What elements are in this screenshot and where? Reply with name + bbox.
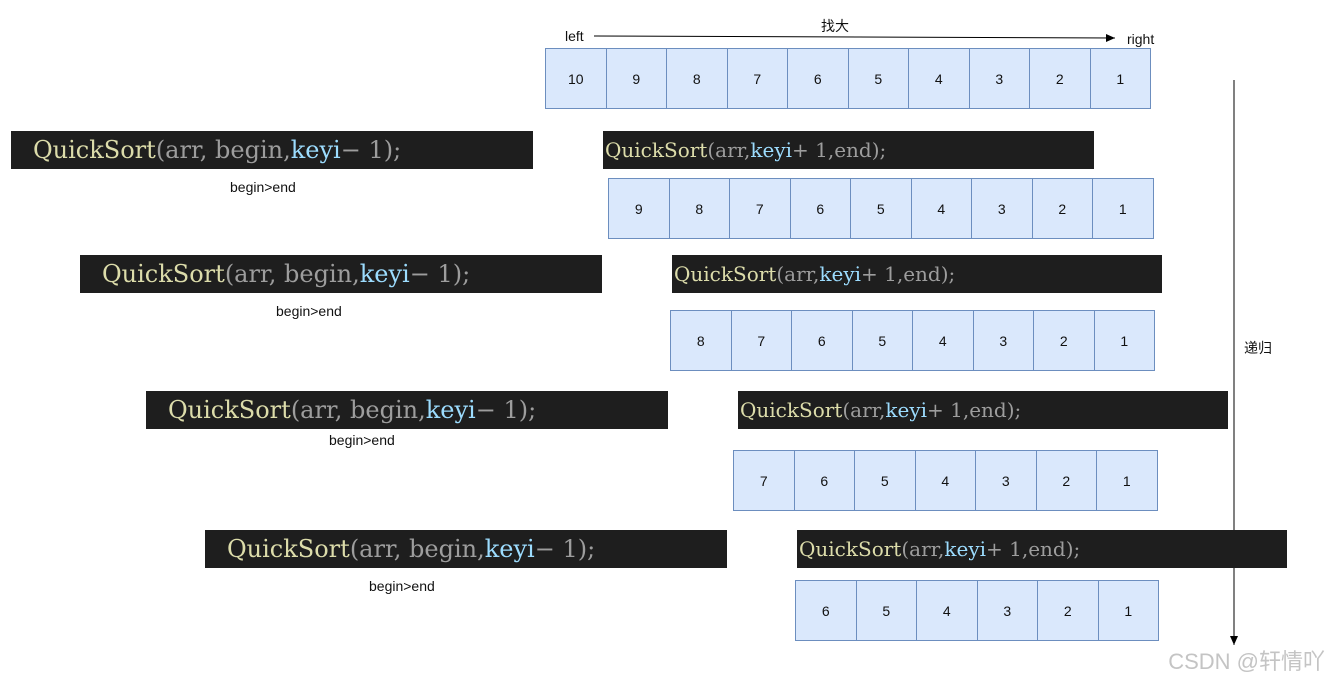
call-args: (arr, — [842, 398, 886, 422]
array-cell: 2 — [1037, 580, 1099, 641]
left-call-3: QuickSort(arr, begin, keyi − 1); — [146, 391, 668, 429]
scan-arrow — [593, 33, 1116, 42]
call-rest: − 1); — [409, 260, 471, 288]
call-fn: QuickSort — [605, 138, 708, 162]
array-cell: 7 — [726, 48, 788, 109]
right-call-4: QuickSort(arr, keyi + 1,end); — [797, 530, 1287, 568]
recursion-label: 递归 — [1244, 340, 1272, 356]
array-cell: 4 — [912, 310, 974, 371]
left-call-2: QuickSort(arr, begin, keyi − 1); — [80, 255, 602, 293]
call-var: keyi — [944, 537, 987, 561]
call-rest: + 1,end); — [986, 537, 1081, 561]
begin-end-note-4: begin>end — [369, 578, 435, 594]
call-args: (arr, begin, — [290, 396, 426, 424]
array-cell: 9 — [608, 178, 670, 239]
right-label: right — [1127, 31, 1155, 47]
left-call-1: QuickSort(arr, begin, keyi − 1); — [11, 131, 533, 169]
call-rest: + 1,end); — [927, 398, 1022, 422]
array-cell: 1 — [1093, 310, 1155, 371]
array-cell: 7 — [729, 178, 791, 239]
array-cell: 2 — [1033, 310, 1095, 371]
call-args: (arr, — [776, 262, 820, 286]
call-args: (arr, — [707, 138, 751, 162]
array-cell: 4 — [908, 48, 970, 109]
array-cell: 4 — [914, 450, 976, 511]
begin-end-note-1: begin>end — [230, 179, 296, 195]
call-var: keyi — [425, 396, 476, 424]
array-cell: 1 — [1089, 48, 1151, 109]
find-max-label: 找大 — [821, 18, 849, 34]
call-var: keyi — [484, 535, 535, 563]
right-call-1: QuickSort(arr, keyi + 1,end); — [603, 131, 1094, 169]
array-cell: 1 — [1097, 580, 1159, 641]
right-call-2: QuickSort(arr, keyi + 1,end); — [672, 255, 1162, 293]
array-cell: 8 — [666, 48, 728, 109]
left-call-4: QuickSort(arr, begin, keyi − 1); — [205, 530, 727, 568]
call-rest: + 1,end); — [861, 262, 956, 286]
array-cell: 6 — [793, 450, 855, 511]
call-rest: − 1); — [534, 535, 596, 563]
right-call-3: QuickSort(arr, keyi + 1,end); — [738, 391, 1228, 429]
call-fn: QuickSort — [227, 535, 350, 563]
array-cell: 3 — [976, 580, 1038, 641]
array-cell: 5 — [847, 48, 909, 109]
call-var: keyi — [750, 138, 793, 162]
call-args: (arr, begin, — [224, 260, 360, 288]
call-fn: QuickSort — [168, 396, 291, 424]
array-cell: 5 — [850, 178, 912, 239]
call-rest: − 1); — [475, 396, 537, 424]
array-cell: 4 — [916, 580, 978, 641]
array-cell: 8 — [670, 310, 732, 371]
call-var: keyi — [819, 262, 862, 286]
call-args: (arr, — [901, 537, 945, 561]
array-cell: 6 — [789, 178, 851, 239]
begin-end-note-2: begin>end — [276, 303, 342, 319]
csdn-watermark: CSDN @轩情吖 — [1168, 649, 1325, 674]
call-fn: QuickSort — [799, 537, 902, 561]
array-cell: 3 — [968, 48, 1030, 109]
array-cell: 5 — [854, 450, 916, 511]
array-cell: 6 — [791, 310, 853, 371]
array-cell: 2 — [1035, 450, 1097, 511]
call-args: (arr, begin, — [155, 136, 291, 164]
array-cell: 9 — [605, 48, 667, 109]
array-cell: 7 — [730, 310, 792, 371]
array-cell: 2 — [1029, 48, 1091, 109]
array-cell: 6 — [787, 48, 849, 109]
array-cell: 8 — [668, 178, 730, 239]
array-cell: 7 — [733, 450, 795, 511]
array-cell: 10 — [545, 48, 607, 109]
array-cell: 5 — [851, 310, 913, 371]
array-cell: 3 — [975, 450, 1037, 511]
call-fn: QuickSort — [102, 260, 225, 288]
call-fn: QuickSort — [674, 262, 777, 286]
array-cell: 6 — [795, 580, 857, 641]
array-cell: 4 — [910, 178, 972, 239]
call-args: (arr, begin, — [349, 535, 485, 563]
array-cell: 1 — [1092, 178, 1154, 239]
call-var: keyi — [885, 398, 928, 422]
array-cell: 2 — [1031, 178, 1093, 239]
call-fn: QuickSort — [33, 136, 156, 164]
array-cell: 1 — [1096, 450, 1158, 511]
call-var: keyi — [290, 136, 341, 164]
array-cell: 3 — [971, 178, 1033, 239]
left-label: left — [565, 28, 584, 44]
call-rest: − 1); — [340, 136, 402, 164]
call-var: keyi — [359, 260, 410, 288]
array-cell: 3 — [972, 310, 1034, 371]
call-rest: + 1,end); — [792, 138, 887, 162]
call-fn: QuickSort — [740, 398, 843, 422]
array-cell: 5 — [855, 580, 917, 641]
begin-end-note-3: begin>end — [329, 432, 395, 448]
